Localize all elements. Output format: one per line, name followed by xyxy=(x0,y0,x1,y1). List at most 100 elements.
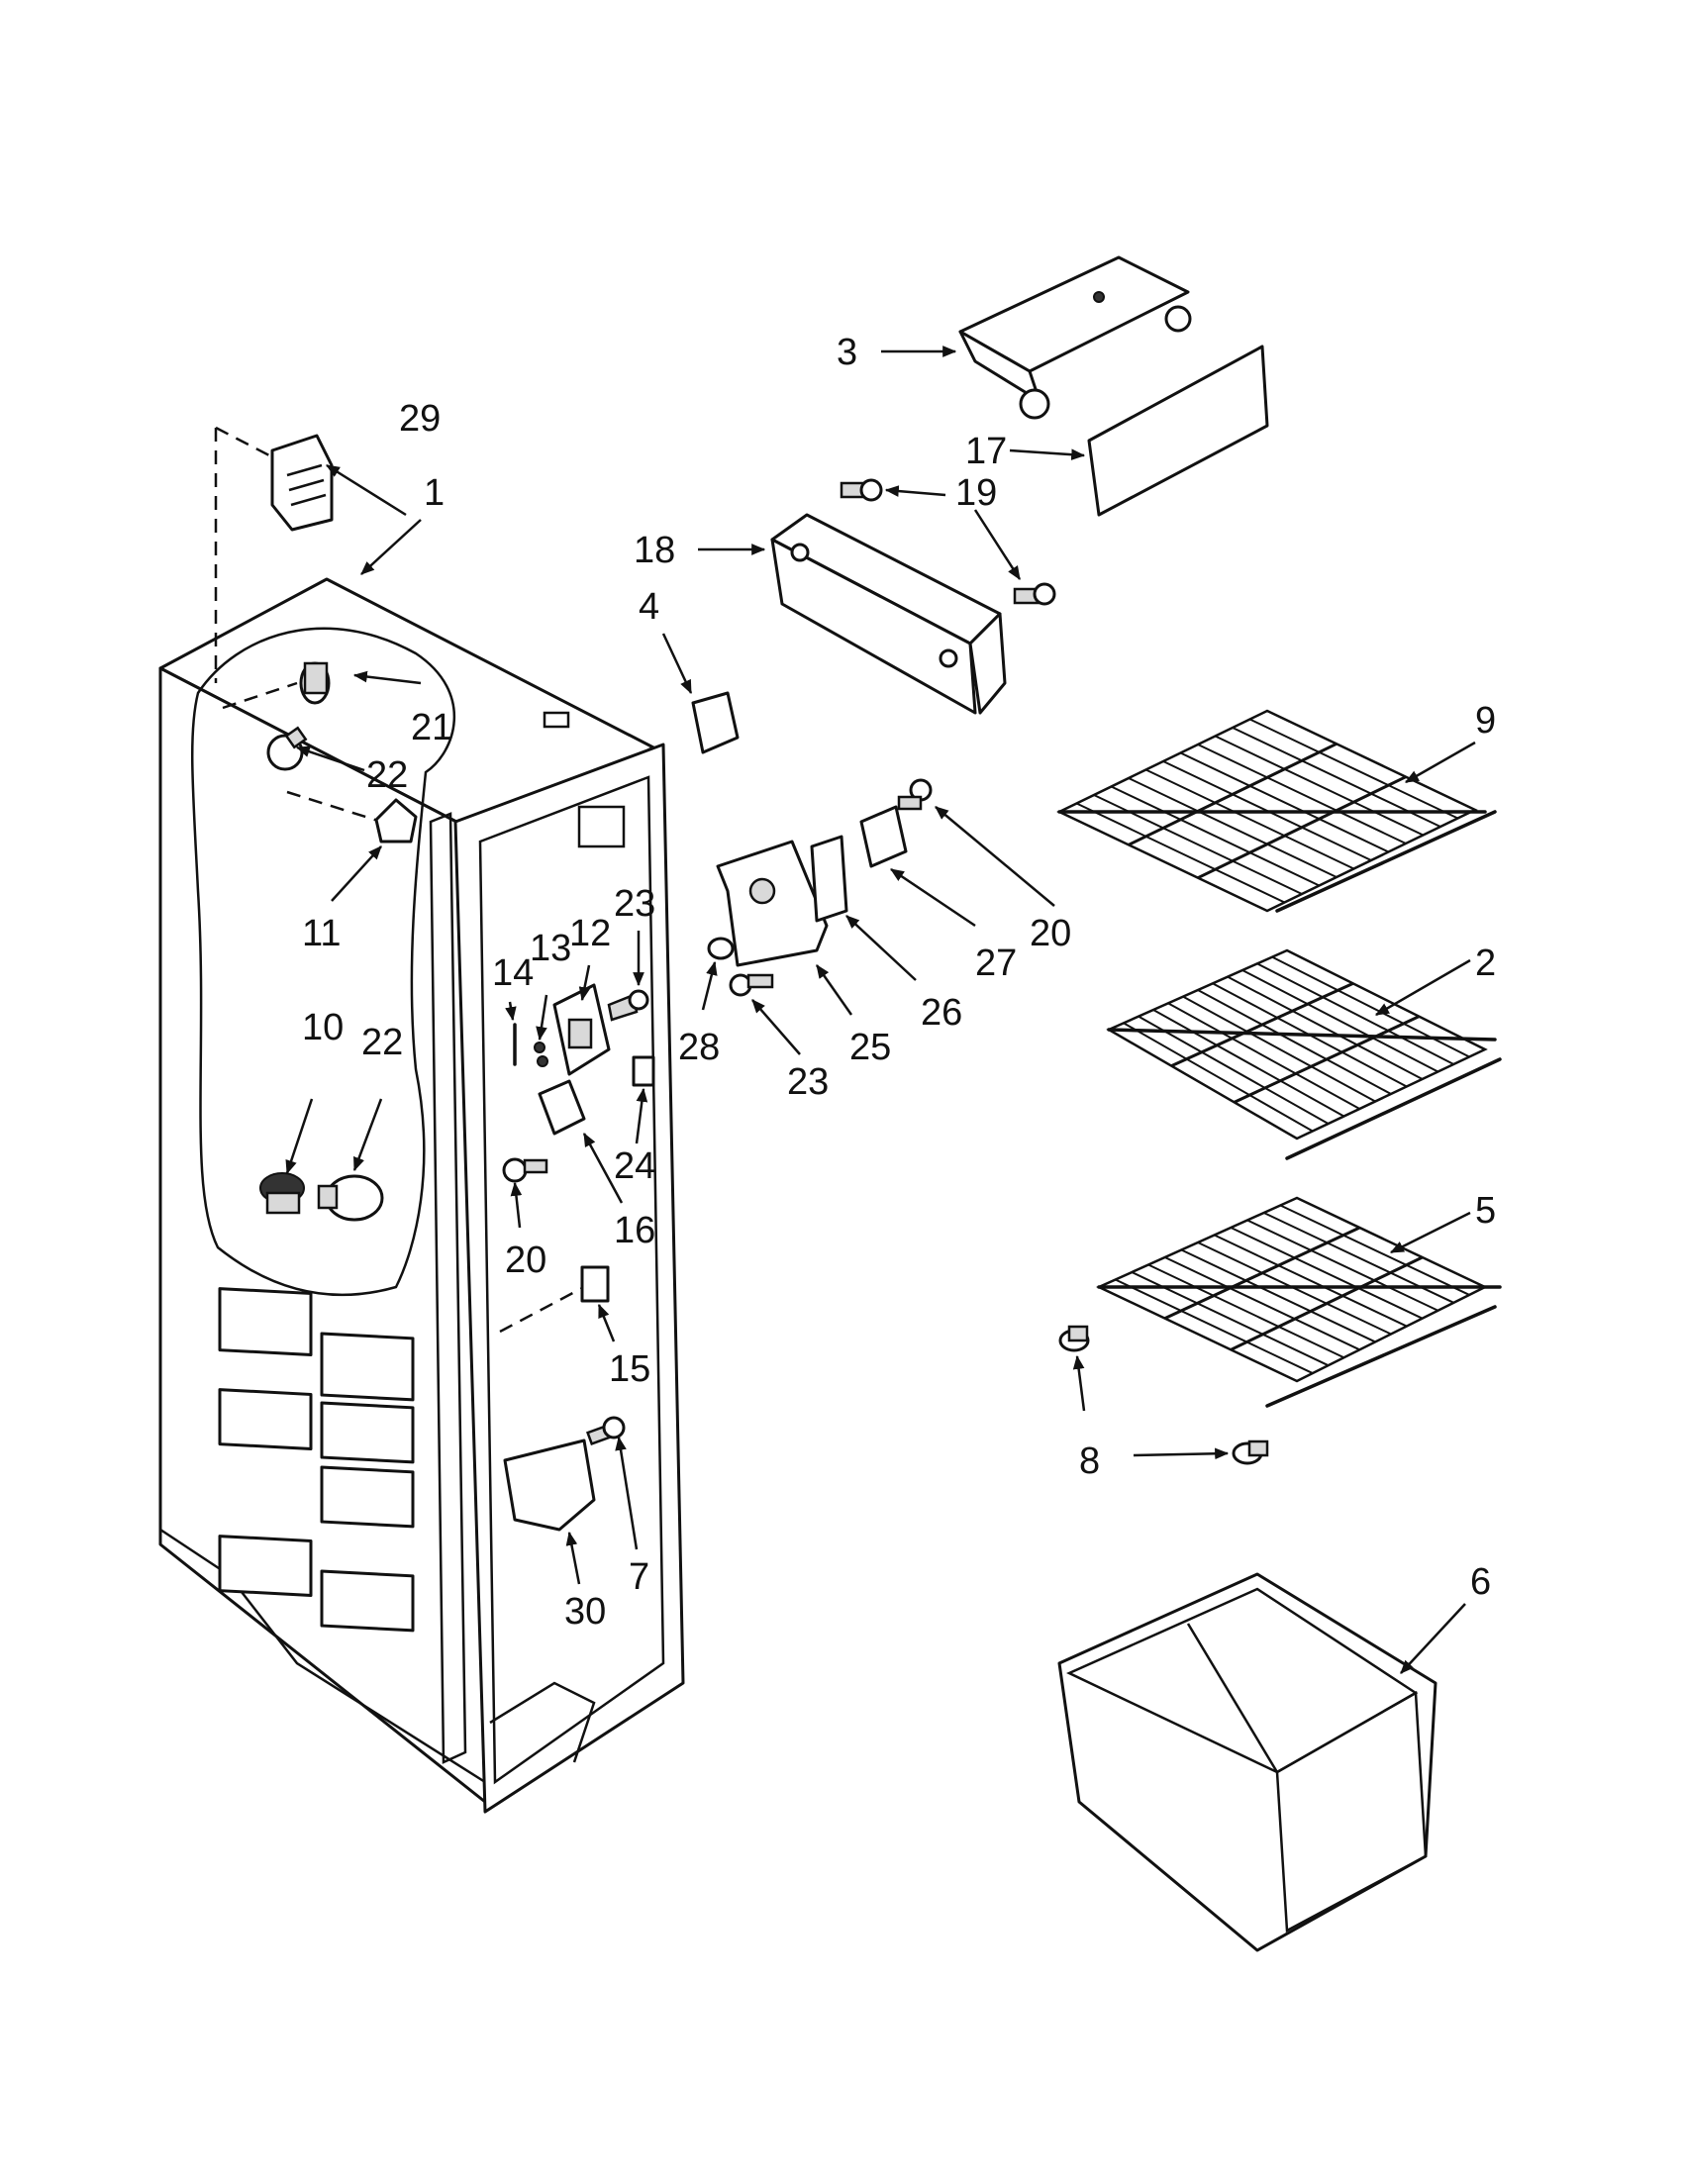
callout-22b: 22 xyxy=(361,1022,403,1063)
control-panel-25 xyxy=(716,840,829,967)
shelf-wire xyxy=(1180,751,1389,853)
shelf-wires xyxy=(1076,718,1470,1374)
shelf-wire xyxy=(1256,962,1454,1065)
callout-12: 12 xyxy=(569,913,611,954)
hinge-3 xyxy=(958,255,1192,420)
callout-23b: 23 xyxy=(787,1061,829,1103)
shelf-wire xyxy=(1227,975,1424,1080)
shelf-crossbar xyxy=(1128,742,1337,846)
hinge-bracket-18 xyxy=(770,513,1007,715)
bracket-4 xyxy=(691,691,740,754)
callout-24: 24 xyxy=(614,1145,655,1187)
callout-10: 10 xyxy=(302,1007,344,1048)
shelf-wire xyxy=(1214,1234,1408,1328)
callout-18: 18 xyxy=(634,530,675,571)
shelf-wire xyxy=(1212,982,1408,1088)
shelf-wire xyxy=(1115,1278,1314,1374)
shelf-wire xyxy=(1232,727,1441,828)
callout-20a: 20 xyxy=(505,1240,546,1281)
shelf-crossbar xyxy=(1164,1226,1360,1321)
lamp-socket-21 xyxy=(299,661,331,705)
callout-13: 13 xyxy=(530,928,571,969)
part-13 xyxy=(534,1042,548,1067)
knob-28 xyxy=(707,937,735,960)
lamp-socket-10 xyxy=(259,1172,305,1215)
shelf-wire xyxy=(1138,1015,1330,1125)
shelf-wire xyxy=(1164,1256,1360,1351)
bracket-24 xyxy=(632,1055,655,1087)
cover-17 xyxy=(1087,345,1269,517)
shelf-wire xyxy=(1263,1212,1454,1304)
callout-1: 1 xyxy=(424,472,445,514)
callout-6: 6 xyxy=(1470,1561,1491,1603)
callout-4: 4 xyxy=(639,586,659,628)
shelf-crossbar xyxy=(1230,1255,1424,1351)
shelf-wire xyxy=(1128,777,1337,878)
light-bulb-22b xyxy=(317,1174,384,1222)
callout-9: 9 xyxy=(1475,700,1496,742)
cover-30 xyxy=(503,1439,596,1532)
shelf-wire xyxy=(1131,1271,1330,1367)
callout-25: 25 xyxy=(849,1027,891,1068)
callout-30: 30 xyxy=(564,1591,606,1633)
screw-7 xyxy=(586,1416,626,1446)
callout-15: 15 xyxy=(609,1348,650,1390)
callout-21: 21 xyxy=(411,707,452,748)
screw-19a xyxy=(840,478,883,502)
screw-20b xyxy=(897,778,933,811)
shelf-wire xyxy=(1279,1204,1470,1296)
shelf-crossbar xyxy=(1234,1015,1420,1104)
freezer-bin-6 xyxy=(1057,1572,1437,1952)
wire-shelf-9 xyxy=(1056,709,1497,913)
shelf-wire xyxy=(1152,1009,1344,1118)
callout-11: 11 xyxy=(302,913,341,954)
shelf-wire xyxy=(1145,768,1354,870)
callout-labels: 29 1 21 22 11 10 22 14 13 12 23 24 16 20… xyxy=(302,332,1496,1633)
screw-23b xyxy=(729,973,774,997)
screw-20a xyxy=(502,1157,548,1183)
callout-8: 8 xyxy=(1079,1440,1100,1482)
callout-5: 5 xyxy=(1475,1190,1496,1232)
board-26 xyxy=(810,835,848,923)
shelf-wire xyxy=(1162,760,1372,861)
switch-16 xyxy=(538,1079,586,1136)
shelf-wire xyxy=(1197,744,1407,844)
shelf-crossbar xyxy=(1197,775,1407,880)
shelf-wire xyxy=(1076,802,1285,904)
air-damper-29 xyxy=(270,434,334,532)
shelf-wire xyxy=(1111,785,1320,887)
bracket-11 xyxy=(374,798,418,844)
callout-29: 29 xyxy=(399,398,441,440)
shelf-stud-8b xyxy=(1232,1439,1269,1465)
shelf-wire xyxy=(1271,955,1470,1058)
callout-7: 7 xyxy=(629,1556,649,1598)
callout-2: 2 xyxy=(1475,943,1496,984)
callout-23a: 23 xyxy=(614,883,655,925)
shelf-wire xyxy=(1180,1248,1376,1343)
shelf-stud-8a xyxy=(1058,1325,1090,1352)
callout-20b: 20 xyxy=(1030,913,1071,954)
shelf-wire xyxy=(1123,1022,1314,1133)
callout-22a: 22 xyxy=(366,754,408,796)
shelf-wire xyxy=(1197,989,1392,1095)
shelf-wire xyxy=(1197,1241,1392,1336)
callout-16: 16 xyxy=(614,1210,655,1251)
callout-28: 28 xyxy=(678,1027,720,1068)
shelf-wire xyxy=(1182,995,1376,1103)
control-housing-12 xyxy=(552,983,611,1076)
callout-17: 17 xyxy=(965,431,1007,472)
shelf-wire xyxy=(1167,1002,1360,1110)
shelf-wire xyxy=(1246,1219,1438,1312)
leader-lines xyxy=(285,346,1476,1674)
shelf-wire xyxy=(1249,718,1458,820)
shelf-wire xyxy=(1093,794,1303,895)
callout-26: 26 xyxy=(921,992,962,1034)
board-27 xyxy=(859,805,908,868)
switch-15 xyxy=(580,1265,610,1303)
shelf-crossbar xyxy=(1170,981,1354,1068)
callout-3: 3 xyxy=(837,332,857,373)
shelf-wire xyxy=(1215,735,1424,837)
shelf-wire xyxy=(1241,969,1438,1073)
